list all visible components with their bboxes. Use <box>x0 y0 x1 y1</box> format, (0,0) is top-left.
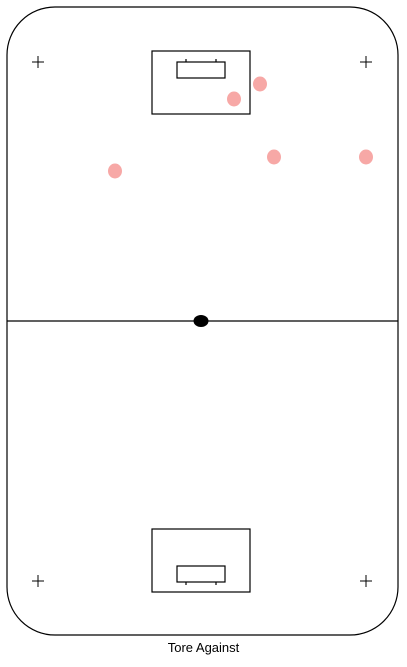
plus-icon <box>32 575 44 587</box>
event-marker <box>267 149 281 165</box>
event-marker <box>253 76 267 92</box>
event-marker <box>108 163 122 179</box>
plus-icon <box>360 575 372 587</box>
top-goal-area <box>151 50 251 115</box>
bottom-goal-crease <box>151 528 251 593</box>
plus-icon <box>360 56 372 68</box>
event-marker <box>359 149 373 165</box>
puck-icon <box>193 315 209 327</box>
top-goal-net <box>176 61 226 79</box>
caption: Tore Against <box>167 640 240 655</box>
event-marker <box>227 91 241 107</box>
bottom-goal-area <box>151 528 251 593</box>
plus-icon <box>32 56 44 68</box>
top-goal-crease <box>151 50 251 115</box>
bottom-goal-net <box>176 565 226 583</box>
